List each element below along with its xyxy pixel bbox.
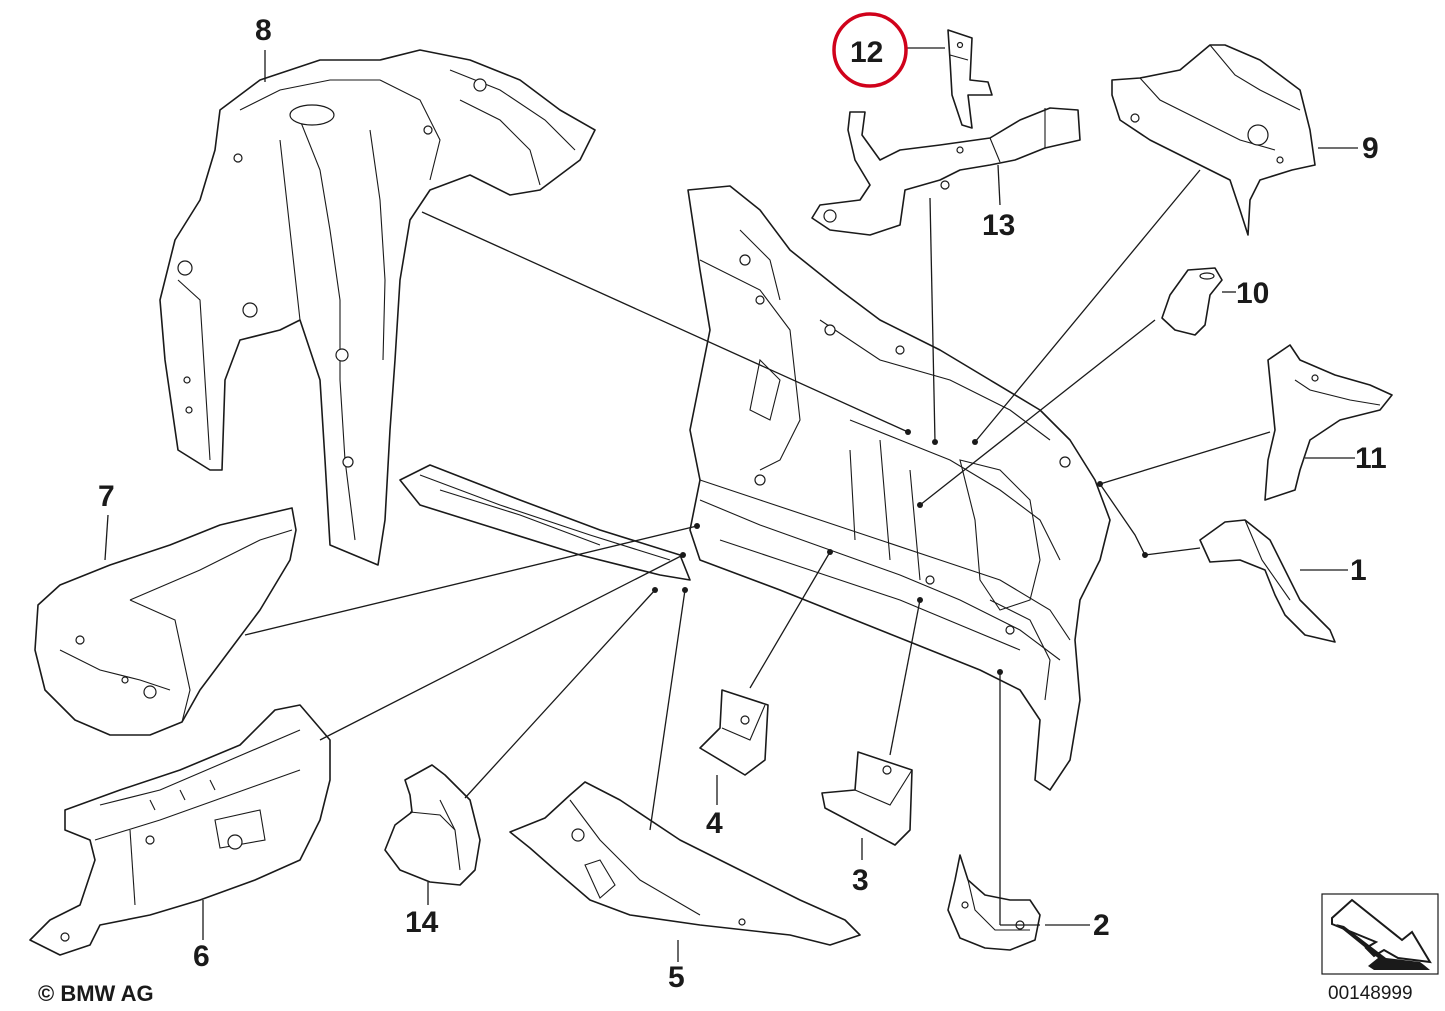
part-6-longitudinal-member xyxy=(29,704,331,956)
callout-10: 10 xyxy=(1236,277,1269,310)
callout-4: 4 xyxy=(706,807,723,840)
part-3-angle-bracket xyxy=(821,751,913,846)
callout-11: 11 xyxy=(1355,442,1387,475)
part-2-mounting-bracket xyxy=(947,854,1041,951)
highlight-ring xyxy=(832,12,908,88)
direction-arrow-icon xyxy=(1321,893,1439,975)
callout-2: 2 xyxy=(1093,909,1110,942)
callout-6: 6 xyxy=(193,940,210,973)
callout-8: 8 xyxy=(255,14,272,47)
copyright-text: © BMW AG xyxy=(38,981,154,1006)
part-13-bracket-assembly xyxy=(811,107,1081,236)
callout-labels: 1 2 3 4 5 6 7 8 9 10 11 12 13 14 xyxy=(98,14,1387,994)
reference-number: 00148999 xyxy=(1328,983,1413,1004)
body-shell-assembly xyxy=(399,185,1111,791)
callout-1: 1 xyxy=(1350,554,1367,587)
callout-14: 14 xyxy=(405,906,439,939)
part-7-bracket xyxy=(34,507,297,736)
part-9-upper-panel xyxy=(1111,44,1316,236)
part-4-angle-bracket xyxy=(699,689,769,776)
part-11-side-panel xyxy=(1264,344,1393,501)
callout-9: 9 xyxy=(1362,132,1379,165)
part-12-small-bracket xyxy=(947,29,993,129)
part-5-triangular-panel xyxy=(509,781,861,946)
part-1-support-strut xyxy=(1199,519,1336,643)
callout-12: 12 xyxy=(850,36,883,69)
callout-13: 13 xyxy=(982,209,1015,242)
part-10-clip xyxy=(1161,267,1223,336)
callout-7: 7 xyxy=(98,480,115,513)
leader-lines xyxy=(104,47,1358,962)
part-14-bracket xyxy=(384,764,481,886)
part-8-wheel-housing xyxy=(159,49,596,566)
callout-5: 5 xyxy=(668,961,685,994)
callout-3: 3 xyxy=(852,864,869,897)
